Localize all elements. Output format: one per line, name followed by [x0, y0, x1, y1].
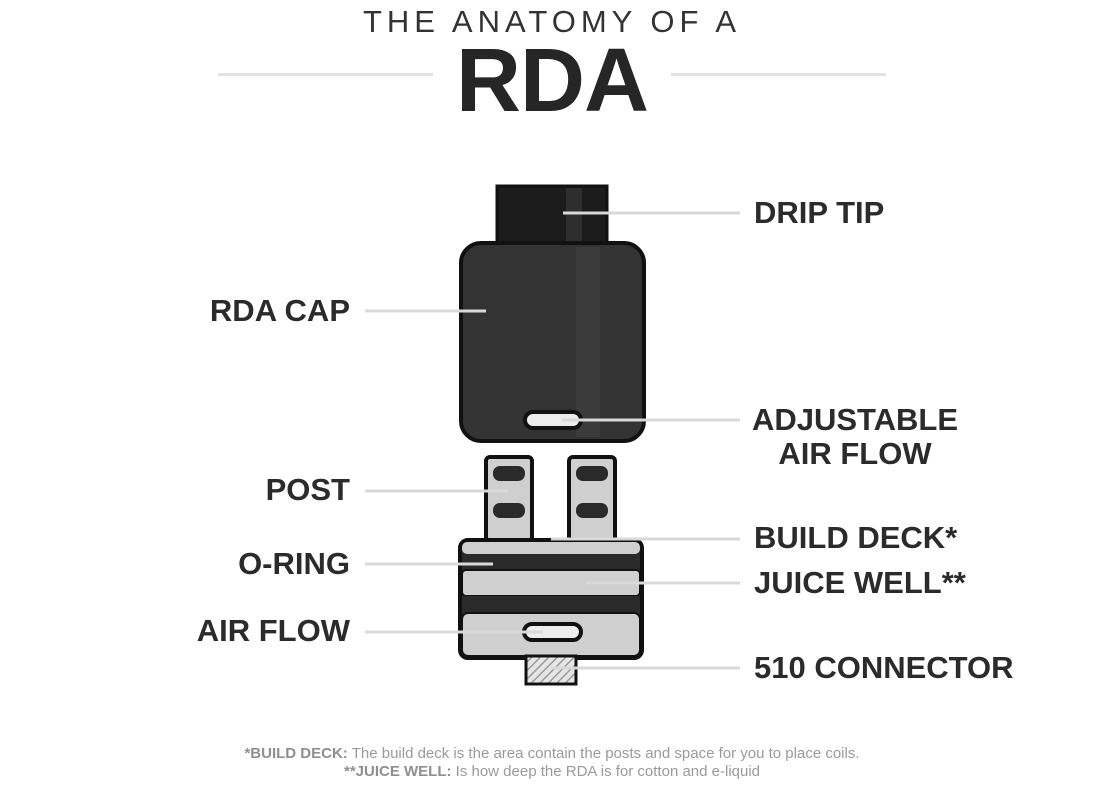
title-main: RDA [456, 31, 649, 131]
label-post: POST [265, 472, 350, 507]
label-o-ring: O-RING [238, 546, 350, 581]
rda-base [458, 538, 644, 660]
o-ring-band-2 [462, 596, 640, 612]
label-adjustable-air-flow-line2: AIR FLOW [778, 436, 932, 471]
leader-lines [365, 211, 740, 670]
footnote-build-deck-term: *BUILD DECK: [244, 745, 348, 762]
title-rule-left [218, 73, 433, 76]
label-adjustable-air-flow-line1: ADJUSTABLE [751, 402, 959, 437]
footnote-build-deck-text: The build deck is the area contain the p… [347, 745, 860, 762]
label-juice-well: JUICE WELL** [754, 565, 966, 600]
title-rule-right [671, 73, 886, 76]
build-deck-plate [462, 542, 640, 554]
label-drip-tip: DRIP TIP [754, 195, 885, 230]
label-rda-cap: RDA CAP [209, 293, 350, 328]
footnote-juice-well-term: **JUICE WELL: [343, 763, 452, 780]
rda-cap-part [459, 241, 646, 443]
label-510-connector: 510 CONNECTOR [754, 650, 1014, 685]
label-build-deck: BUILD DECK* [754, 520, 958, 555]
footnote-build-deck: *BUILD DECK: The build deck is the area … [0, 745, 1104, 763]
footnote-juice-well: **JUICE WELL: Is how deep the RDA is for… [0, 763, 1104, 781]
drip-tip-part [495, 184, 609, 250]
post-left [484, 455, 534, 543]
o-ring-band-1 [462, 554, 640, 570]
title-kicker: THE ANATOMY OF A [362, 4, 741, 39]
post-right [567, 455, 617, 543]
footnote-juice-well-text: Is how deep the RDA is for cotton and e-… [451, 763, 761, 780]
connector-510-part [524, 654, 578, 686]
label-air-flow: AIR FLOW [196, 613, 350, 648]
